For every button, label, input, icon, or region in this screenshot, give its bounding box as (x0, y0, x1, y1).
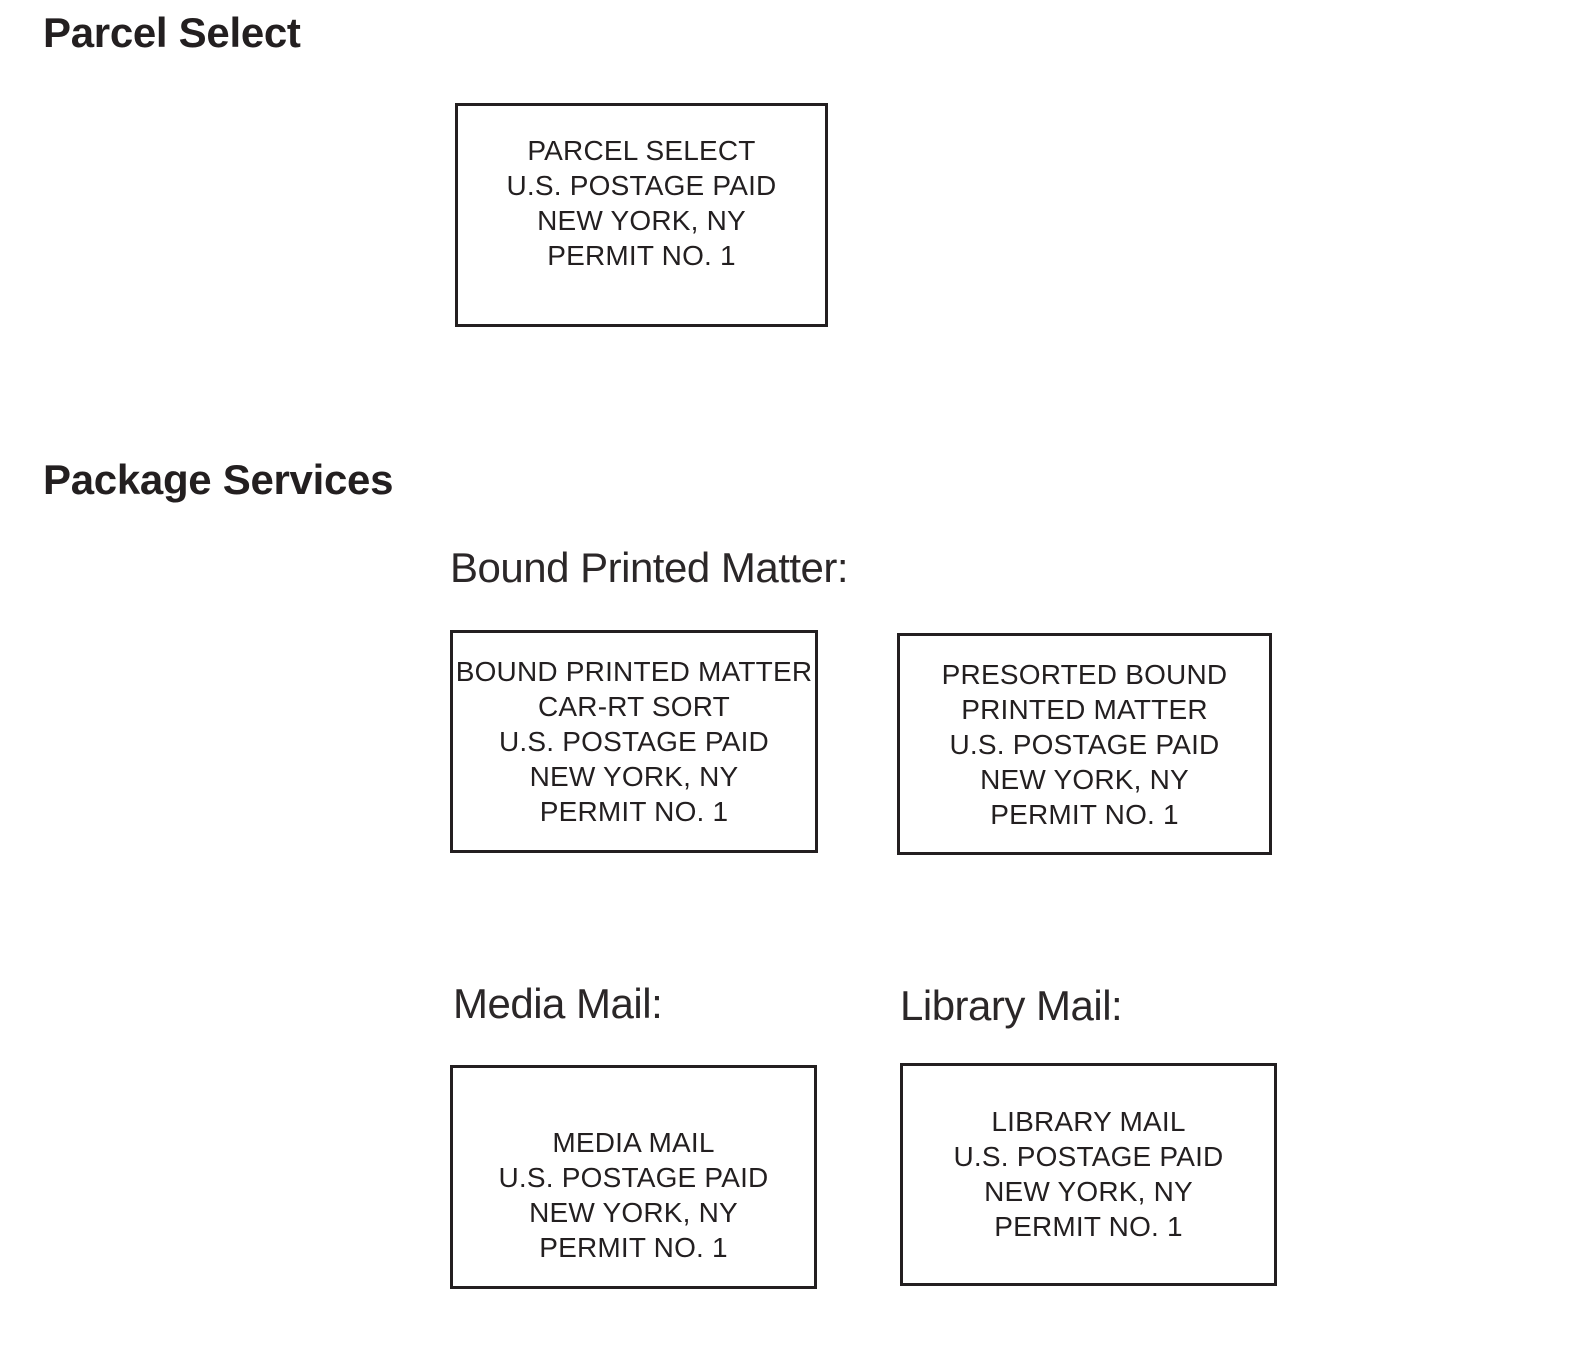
imprint-line: PRESORTED BOUND (941, 659, 1228, 690)
sublabel-bound-printed-matter: Bound Printed Matter: (450, 544, 849, 591)
permit-imprint-box-media-mail: MEDIA MAIL U.S. POSTAGE PAID NEW YORK, N… (450, 1065, 817, 1289)
permit-imprint-box-parcel-select: PARCEL SELECT U.S. POSTAGE PAID NEW YORK… (455, 103, 828, 327)
imprint-line: PARCEL SELECT (527, 135, 756, 166)
imprint-line: U.S. POSTAGE PAID (949, 729, 1220, 760)
permit-imprint-box-bound-printed-matter-car-rt: BOUND PRINTED MATTER CAR-RT SORT U.S. PO… (450, 630, 818, 853)
section-heading-parcel-select: Parcel Select (43, 9, 301, 56)
imprint-line: PERMIT NO. 1 (539, 796, 729, 827)
imprint-line: NEW YORK, NY (529, 761, 739, 792)
imprint-line: CAR-RT SORT (537, 691, 730, 722)
imprint-line: NEW YORK, NY (984, 1176, 1193, 1207)
sublabel-library-mail: Library Mail: (900, 982, 1123, 1029)
permit-imprint-box-library-mail: LIBRARY MAIL U.S. POSTAGE PAID NEW YORK,… (900, 1063, 1277, 1286)
imprint-line: LIBRARY MAIL (991, 1106, 1186, 1137)
imprint-line: U.S. POSTAGE PAID (498, 1162, 769, 1193)
imprint-line: PRINTED MATTER (961, 694, 1208, 725)
imprint-line: PERMIT NO. 1 (539, 1232, 728, 1263)
imprint-line: NEW YORK, NY (980, 764, 1189, 795)
imprint-line: U.S. POSTAGE PAID (499, 726, 769, 757)
imprint-line: BOUND PRINTED MATTER (455, 656, 813, 687)
imprint-line: NEW YORK, NY (529, 1197, 738, 1228)
imprint-line: MEDIA MAIL (552, 1127, 715, 1158)
imprint-line: PERMIT NO. 1 (994, 1211, 1183, 1242)
section-heading-package-services: Package Services (43, 456, 394, 503)
imprint-line: U.S. POSTAGE PAID (506, 170, 777, 201)
imprint-line: PERMIT NO. 1 (547, 240, 736, 271)
imprint-line: U.S. POSTAGE PAID (953, 1141, 1224, 1172)
imprint-line: PERMIT NO. 1 (990, 799, 1179, 830)
imprint-line: NEW YORK, NY (537, 205, 746, 236)
sublabel-media-mail: Media Mail: (453, 980, 663, 1027)
permit-imprint-box-presorted-bound-printed-matter: PRESORTED BOUND PRINTED MATTER U.S. POST… (897, 633, 1272, 855)
